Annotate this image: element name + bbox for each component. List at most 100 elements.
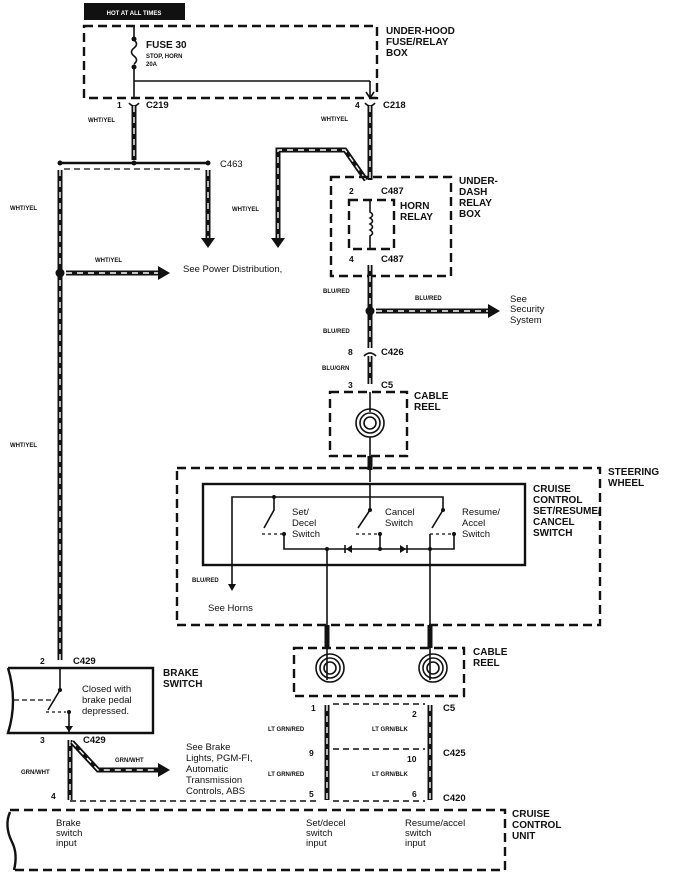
wire-wht-yel-main: WHT/YEL WHT/YEL <box>10 170 65 660</box>
wire-wht-yel-left: WHT/YEL <box>88 106 137 160</box>
svg-text:LT GRN/BLK: LT GRN/BLK <box>372 772 409 778</box>
svg-text:Controls, ABS: Controls, ABS <box>186 786 245 797</box>
svg-text:input: input <box>306 838 327 849</box>
svg-text:GRN/WHT: GRN/WHT <box>21 770 50 776</box>
svg-text:CONTROL: CONTROL <box>512 820 561 831</box>
svg-text:WHT/YEL: WHT/YEL <box>10 443 37 449</box>
svg-text:8: 8 <box>348 347 353 357</box>
svg-text:brake pedal: brake pedal <box>82 695 132 706</box>
svg-text:10: 10 <box>407 754 417 764</box>
svg-text:CABLE: CABLE <box>414 391 449 402</box>
svg-text:BLU/RED: BLU/RED <box>415 296 442 302</box>
svg-text:input: input <box>405 838 426 849</box>
svg-text:Accel: Accel <box>462 518 485 529</box>
svg-text:WHT/YEL: WHT/YEL <box>10 206 37 212</box>
svg-text:C426: C426 <box>381 347 404 358</box>
svg-text:STEERING: STEERING <box>608 467 659 478</box>
svg-text:BLU/RED: BLU/RED <box>192 578 219 584</box>
wire-blu-red: BLU/RED BLU/RED <box>323 265 375 348</box>
svg-text:See: See <box>510 294 527 305</box>
svg-text:switch: switch <box>56 828 82 839</box>
svg-text:RELAY: RELAY <box>459 198 492 209</box>
svg-text:DASH: DASH <box>459 187 487 198</box>
svg-text:See Power Distribution,: See Power Distribution, <box>183 264 282 275</box>
svg-text:Brake: Brake <box>56 818 81 829</box>
wire-lt-grn-blk: LT GRN/BLK LT GRN/BLK <box>372 705 433 800</box>
svg-text:5: 5 <box>309 789 314 799</box>
svg-text:Set/: Set/ <box>292 507 309 518</box>
svg-text:HORN: HORN <box>400 201 429 212</box>
wire-wht-yel-relay: WHT/YEL WHT/YEL <box>232 106 373 248</box>
svg-text:WHT/YEL: WHT/YEL <box>88 118 115 124</box>
svg-text:depressed.: depressed. <box>82 706 129 717</box>
svg-text:FUSE 30: FUSE 30 <box>146 40 187 51</box>
svg-text:BOX: BOX <box>386 48 408 59</box>
connector-c218: 4 C218 <box>355 100 406 111</box>
fuse-30: FUSE 30 STOP, HORN 20A <box>130 26 375 100</box>
cruise-control-switch: CRUISE CONTROL SET/RESUME/ CANCEL SWITCH <box>201 482 601 680</box>
svg-text:Resume/: Resume/ <box>462 507 500 518</box>
svg-text:4: 4 <box>349 254 354 264</box>
svg-text:FUSE/RELAY: FUSE/RELAY <box>386 37 449 48</box>
svg-text:Switch: Switch <box>292 529 320 540</box>
svg-text:STOP, HORN: STOP, HORN <box>146 54 182 60</box>
svg-text:BOX: BOX <box>459 209 481 220</box>
svg-text:input: input <box>56 838 77 849</box>
connector-c219: 1 C219 <box>117 100 169 111</box>
svg-text:RELAY: RELAY <box>400 212 433 223</box>
svg-text:2: 2 <box>40 656 45 666</box>
svg-text:WHT/YEL: WHT/YEL <box>95 258 122 264</box>
svg-text:UNDER-HOOD: UNDER-HOOD <box>386 26 455 37</box>
svg-text:BLU/GRN: BLU/GRN <box>322 366 349 372</box>
svg-text:20A: 20A <box>146 62 158 68</box>
connectors-lower: 1 2 C5 9 10 C425 5 6 C420 4 <box>51 703 466 804</box>
wire-to-power-distribution-2: WHT/YEL See Power Distribution, <box>66 258 282 280</box>
svg-text:6: 6 <box>412 789 417 799</box>
under-hood-fuse-relay-box: UNDER-HOOD FUSE/RELAY BOX <box>82 24 455 100</box>
svg-text:Set/decel: Set/decel <box>306 818 346 829</box>
svg-text:System: System <box>510 315 542 326</box>
svg-text:C487: C487 <box>381 254 404 265</box>
svg-text:C429: C429 <box>73 656 96 667</box>
svg-text:1: 1 <box>311 703 316 713</box>
svg-text:BLU/RED: BLU/RED <box>323 329 350 335</box>
svg-text:Automatic: Automatic <box>186 764 228 775</box>
svg-text:3: 3 <box>40 735 45 745</box>
wires-to-lower-reel <box>324 625 433 648</box>
svg-text:CRUISE: CRUISE <box>512 809 550 820</box>
svg-text:2: 2 <box>412 709 417 719</box>
brake-switch: 2 C429 BRAKE SWITCH Closed with brake pe… <box>6 656 202 746</box>
steering-wheel-box: STEERING WHEEL <box>175 466 659 627</box>
splice-c463: C463 <box>57 159 243 170</box>
svg-text:Lights, PGM-FI,: Lights, PGM-FI, <box>186 753 253 764</box>
svg-text:WHEEL: WHEEL <box>608 478 644 489</box>
svg-text:switch: switch <box>306 828 332 839</box>
connector-c426: 8 C426 <box>348 347 404 358</box>
svg-text:Transmission: Transmission <box>186 775 242 786</box>
svg-text:LT GRN/BLK: LT GRN/BLK <box>372 727 409 733</box>
svg-text:CABLE: CABLE <box>473 647 508 658</box>
svg-text:9: 9 <box>309 748 314 758</box>
svg-text:Switch: Switch <box>462 529 490 540</box>
svg-text:3: 3 <box>348 380 353 390</box>
svg-text:See Horns: See Horns <box>208 603 253 614</box>
svg-text:Closed with: Closed with <box>82 684 131 695</box>
svg-text:C5: C5 <box>443 703 456 714</box>
svg-text:Security: Security <box>510 304 545 315</box>
svg-text:BLU/RED: BLU/RED <box>323 289 350 295</box>
svg-text:SET/RESUME/: SET/RESUME/ <box>533 506 601 517</box>
wire-to-power-distribution-1 <box>201 170 215 248</box>
cruise-control-unit: CRUISE CONTROL UNIT Brake switch input S… <box>6 808 561 872</box>
svg-text:SWITCH: SWITCH <box>533 528 572 539</box>
svg-text:GRN/WHT: GRN/WHT <box>115 758 144 764</box>
wire-lt-grn-red: LT GRN/RED LT GRN/RED <box>268 705 330 800</box>
svg-text:C420: C420 <box>443 793 466 804</box>
svg-text:See Brake: See Brake <box>186 742 230 753</box>
svg-text:Cancel: Cancel <box>385 507 415 518</box>
svg-text:BRAKE: BRAKE <box>163 668 199 679</box>
svg-text:HOT AT ALL TIMES: HOT AT ALL TIMES <box>107 11 162 17</box>
wire-blu-grn: BLU/GRN <box>322 356 373 384</box>
svg-text:4: 4 <box>355 100 360 110</box>
svg-text:REEL: REEL <box>414 402 441 413</box>
